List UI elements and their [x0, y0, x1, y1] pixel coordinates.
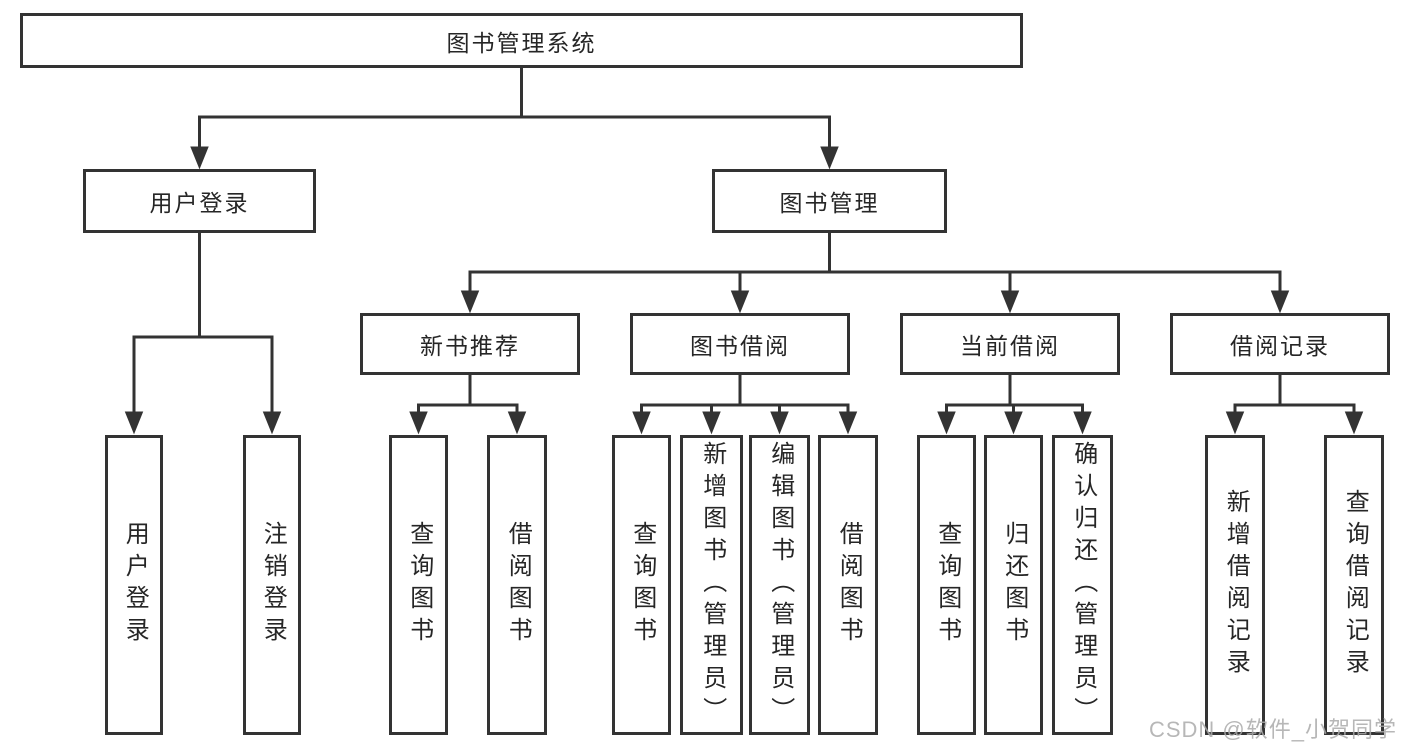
arrowhead-down-icon [838, 411, 858, 435]
arrowhead-down-icon [1000, 290, 1020, 314]
arrowhead-down-icon [1073, 411, 1092, 435]
arrowhead-down-icon [632, 411, 651, 435]
leaf-label: 查询借阅记录 [1341, 489, 1369, 681]
leaf-add-borrow-record: 新增借阅记录 [1205, 435, 1265, 735]
leaf-query-books: 查询图书 [917, 435, 976, 735]
csdn-watermark: CSDN @软件_小贺同学 [1148, 717, 1397, 742]
leaf-return-books: 归还图书 [984, 435, 1043, 735]
leaf-label: 用户登录 [121, 521, 149, 649]
arrowhead-down-icon [770, 411, 789, 435]
node-label: 新书推荐 [420, 333, 520, 359]
leaf-label: 新增图书（管理员） [698, 441, 726, 729]
leaf-label: 查询图书 [405, 521, 433, 649]
node-label: 当前借阅 [960, 333, 1060, 359]
arrowhead-down-icon [1270, 290, 1290, 314]
leaf-label: 查询图书 [628, 521, 656, 649]
leaf-logout: 注销登录 [243, 435, 301, 735]
node-label: 图书管理 [779, 190, 880, 216]
node-borrowing-records: 借阅记录 [1170, 313, 1390, 375]
leaf-label: 查询图书 [933, 521, 961, 649]
arrowhead-down-icon [820, 146, 839, 170]
node-current-borrowing: 当前借阅 [900, 313, 1120, 375]
leaf-query-books: 查询图书 [389, 435, 448, 735]
leaf-label: 新增借阅记录 [1222, 489, 1250, 681]
leaf-label: 借阅图书 [504, 521, 532, 649]
node-label: 借阅记录 [1230, 333, 1330, 359]
leaf-add-books-admin: 新增图书（管理员） [680, 435, 743, 735]
node-book-borrowing: 图书借阅 [630, 313, 850, 375]
leaf-label: 借阅图书 [835, 521, 863, 649]
leaf-query-books: 查询图书 [612, 435, 671, 735]
leaf-label: 确认归还（管理员） [1069, 441, 1097, 729]
node-new-book-recommendation: 新书推荐 [360, 313, 580, 375]
arrowhead-down-icon [730, 290, 750, 314]
arrowhead-down-icon [460, 290, 480, 314]
arrowhead-down-icon [702, 411, 721, 435]
node-label: 用户登录 [149, 190, 250, 216]
arrowhead-down-icon [937, 411, 956, 435]
leaf-label: 注销登录 [259, 521, 287, 649]
leaf-borrow-books: 借阅图书 [487, 435, 547, 735]
leaf-query-borrow-record: 查询借阅记录 [1324, 435, 1384, 735]
arrowhead-down-icon [1225, 411, 1245, 435]
node-label: 图书管理系统 [446, 29, 597, 56]
node-library-management-system: 图书管理系统 [20, 13, 1023, 68]
arrowhead-down-icon [409, 411, 428, 435]
leaf-edit-books-admin: 编辑图书（管理员） [749, 435, 810, 735]
arrowhead-down-icon [262, 411, 282, 435]
leaf-borrow-books: 借阅图书 [818, 435, 878, 735]
node-book-management: 图书管理 [712, 169, 947, 233]
arrowhead-down-icon [190, 146, 209, 170]
leaf-label: 编辑图书（管理员） [766, 441, 794, 729]
leaf-user-login: 用户登录 [105, 435, 163, 735]
leaf-confirm-return-admin: 确认归还（管理员） [1052, 435, 1113, 735]
arrowhead-down-icon [1004, 411, 1023, 435]
arrowhead-down-icon [507, 411, 527, 435]
arrowhead-down-icon [124, 411, 144, 435]
leaf-label: 归还图书 [1000, 521, 1028, 649]
node-label: 图书借阅 [690, 333, 790, 359]
node-user-login: 用户登录 [83, 169, 316, 233]
arrowhead-down-icon [1344, 411, 1364, 435]
